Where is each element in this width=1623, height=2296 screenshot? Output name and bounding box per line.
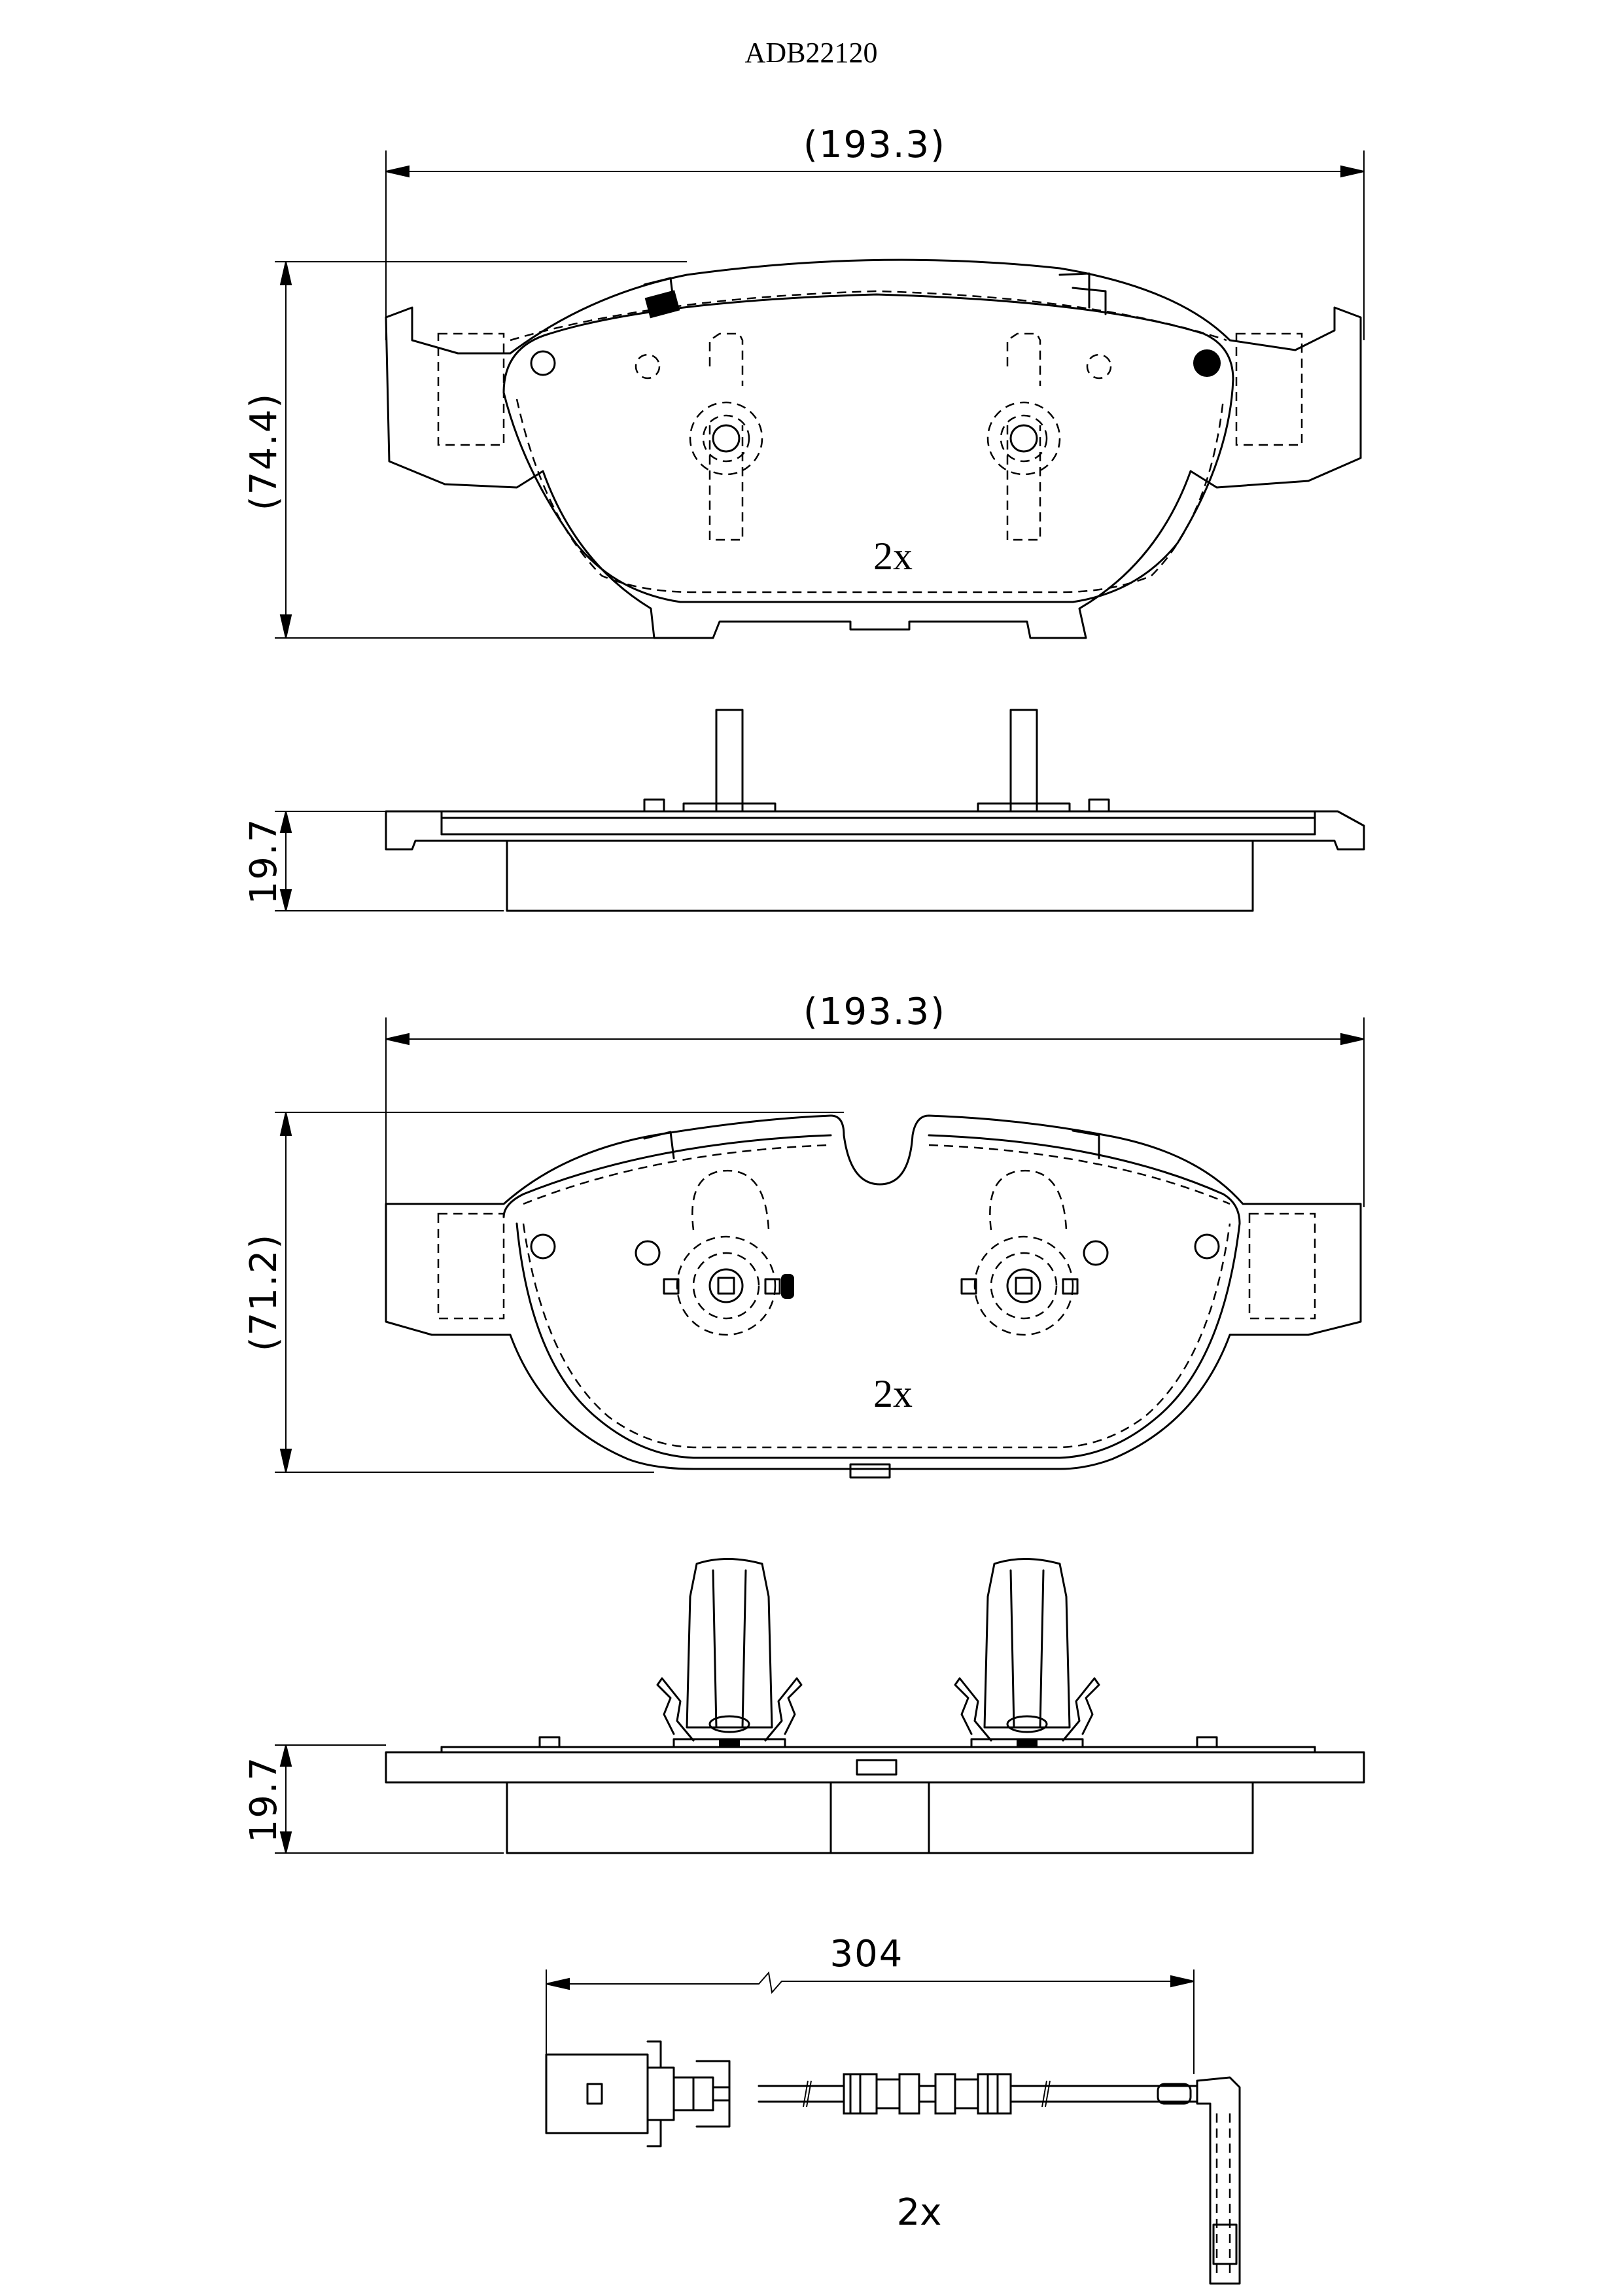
pad2-front-view: (193.3) (71.2) 2x bbox=[243, 991, 1365, 1479]
pad1-height-dim: (74.4) bbox=[243, 393, 285, 510]
sensor-length-dim: 304 bbox=[830, 1933, 904, 1975]
pad2-side-view: 19.7 bbox=[243, 1558, 1365, 1854]
pad2-height-dim: (71.2) bbox=[243, 1233, 285, 1351]
sensor-quantity: 2x bbox=[897, 2191, 942, 2234]
pad2-thickness-dim: 19.7 bbox=[243, 1756, 285, 1843]
pad1-front-view: (193.3) (74.4) 2x bbox=[243, 124, 1365, 639]
pad1-width-dim: (193.3) bbox=[803, 124, 946, 166]
pad1-side-view: 19.7 bbox=[243, 709, 1365, 912]
pad2-width-dim: (193.3) bbox=[803, 991, 946, 1033]
pad1-quantity: 2x bbox=[873, 535, 913, 578]
pad1-thickness-dim: 19.7 bbox=[243, 818, 285, 905]
part-number: ADB22120 bbox=[745, 37, 878, 69]
wear-sensor-view: 304 2x bbox=[545, 1933, 1241, 2285]
pad2-quantity: 2x bbox=[873, 1372, 913, 1415]
